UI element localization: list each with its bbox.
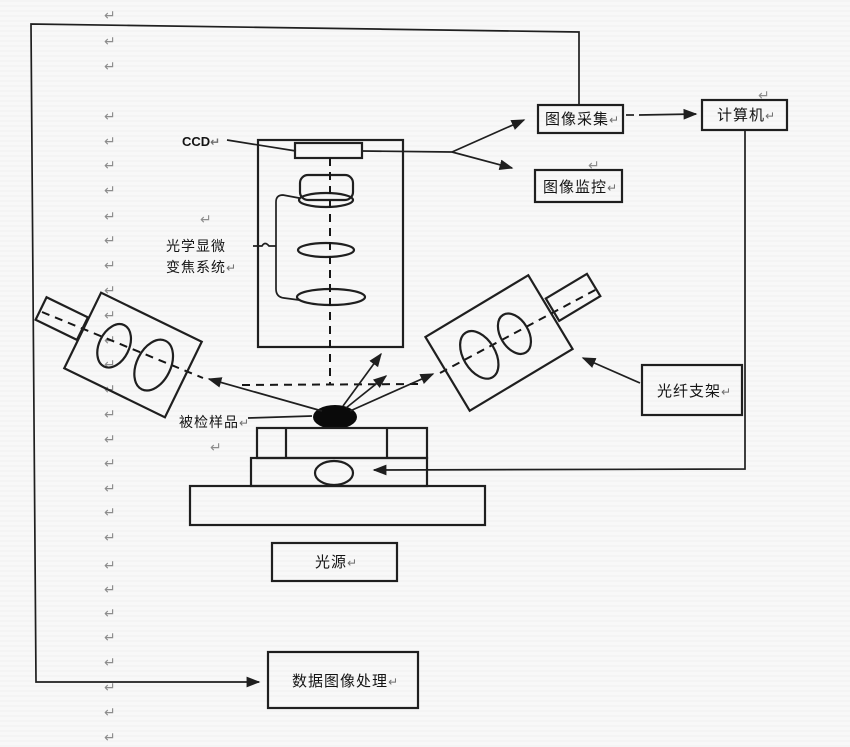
data-processing-box <box>266 650 420 710</box>
paragraph-mark: ↵ <box>200 212 212 228</box>
sample-label-pointer-line <box>247 415 313 419</box>
data-processing-label: 数据图像处理↵ <box>292 673 398 690</box>
paragraph-mark: ↵ <box>104 333 116 349</box>
paragraph-mark: ↵ <box>104 432 116 448</box>
computer-to-stage-line <box>372 130 746 476</box>
paragraph-mark: ↵ <box>104 558 116 574</box>
ray-to-right-bracket-arrow <box>349 373 435 412</box>
paragraph-mark: ↵ <box>104 59 116 75</box>
paragraph-mark: ↵ <box>104 606 116 622</box>
paragraph-mark: ↵ <box>104 481 116 497</box>
computer-box <box>700 98 789 132</box>
ccd-sensor-rect <box>293 141 364 160</box>
light-source-box <box>270 541 399 583</box>
right-fiber-bracket <box>423 272 602 413</box>
optical-zoom-label-line1: 光学显微 <box>166 239 226 255</box>
fork-to-monitor-arrow <box>451 151 514 170</box>
image-capture-box <box>536 103 625 135</box>
paragraph-mark: ↵ <box>104 209 116 225</box>
left-bracket-body <box>62 291 204 419</box>
sample-label: 被检样品↵ <box>179 415 249 431</box>
image-monitor-label: 图像监控↵ <box>543 179 617 196</box>
fiber-bracket-label-box <box>640 363 744 417</box>
right-bracket-lens-2 <box>496 312 533 356</box>
right-bracket-lens-1 <box>459 329 500 380</box>
paragraph-mark: ↵ <box>758 88 770 104</box>
paragraph-mark: ↵ <box>104 456 116 472</box>
light-source-label: 光源↵ <box>315 554 357 571</box>
optical-zoom-label-line2: 变焦系统↵ <box>166 260 236 276</box>
stage-aperture-ellipse <box>313 459 355 487</box>
fiber-bracket-label: 光纤支架↵ <box>657 383 731 400</box>
right-bracket-body <box>423 273 575 413</box>
fork-to-capture-arrow <box>451 119 526 153</box>
ray-up-mid-arrow <box>345 375 388 409</box>
paragraph-mark: ↵ <box>104 530 116 546</box>
left-bracket-lens-2 <box>133 338 175 392</box>
paragraph-mark: ↵ <box>104 158 116 174</box>
lens-barrel <box>298 173 355 202</box>
right-fiber-axis-dashed <box>439 288 598 374</box>
paragraph-mark: ↵ <box>104 233 116 249</box>
paragraph-mark: ↵ <box>104 655 116 671</box>
ccd-output-line <box>361 150 453 153</box>
lens-element-top <box>297 191 355 209</box>
lens-element-middle <box>296 241 356 259</box>
horizontal-axis-dashed <box>241 383 421 386</box>
paragraph-mark: ↵ <box>104 505 116 521</box>
paragraph-mark: ↵ <box>104 407 116 423</box>
stage-base <box>188 484 487 527</box>
zoom-system-label-tick <box>253 242 276 247</box>
stage-tier-top <box>255 426 429 460</box>
paragraph-mark: ↵ <box>104 283 116 299</box>
paragraph-mark: ↵ <box>104 705 116 721</box>
paragraph-mark: ↵ <box>104 630 116 646</box>
left-bracket-lens-1 <box>96 323 133 369</box>
paragraph-mark: ↵ <box>210 440 222 456</box>
capture-to-computer-arrow <box>638 108 698 120</box>
paragraph-mark: ↵ <box>104 8 116 24</box>
ccd-label: CCD↵ <box>182 134 220 149</box>
ray-to-left-bracket-arrow <box>207 377 323 412</box>
ccd-label-pointer-line <box>226 139 297 152</box>
paragraph-mark: ↵ <box>104 183 116 199</box>
paragraph-mark: ↵ <box>104 258 116 274</box>
image-capture-label: 图像采集↵ <box>545 111 619 128</box>
fiber-bracket-label-arrow <box>581 357 641 384</box>
paragraph-mark: ↵ <box>104 34 116 50</box>
left-fiber-axis-dashed <box>41 311 204 379</box>
paragraph-mark: ↵ <box>104 680 116 696</box>
ray-up-steep-arrow <box>342 352 382 407</box>
paragraph-mark: ↵ <box>104 134 116 150</box>
right-fiber-stub <box>544 272 602 323</box>
left-fiber-bracket <box>34 291 204 419</box>
computer-label: 计算机↵ <box>717 106 775 124</box>
paragraph-mark: ↵ <box>104 582 116 598</box>
image-monitor-box <box>533 168 624 204</box>
paragraph-mark: ↵ <box>104 308 116 324</box>
paragraph-mark: ↵ <box>588 158 600 174</box>
zoom-system-brace <box>275 194 300 301</box>
paragraph-mark: ↵ <box>104 357 116 373</box>
loop-capture-to-processing-line <box>30 23 580 688</box>
paragraph-marks-layer: ↵↵↵↵↵↵↵↵↵↵↵↵↵↵↵↵↵↵↵↵↵↵↵↵↵↵↵↵↵↵↵↵↵ <box>104 8 770 746</box>
paragraph-mark: ↵ <box>104 109 116 125</box>
sample-ellipse <box>313 405 357 429</box>
paragraph-mark: ↵ <box>104 730 116 746</box>
